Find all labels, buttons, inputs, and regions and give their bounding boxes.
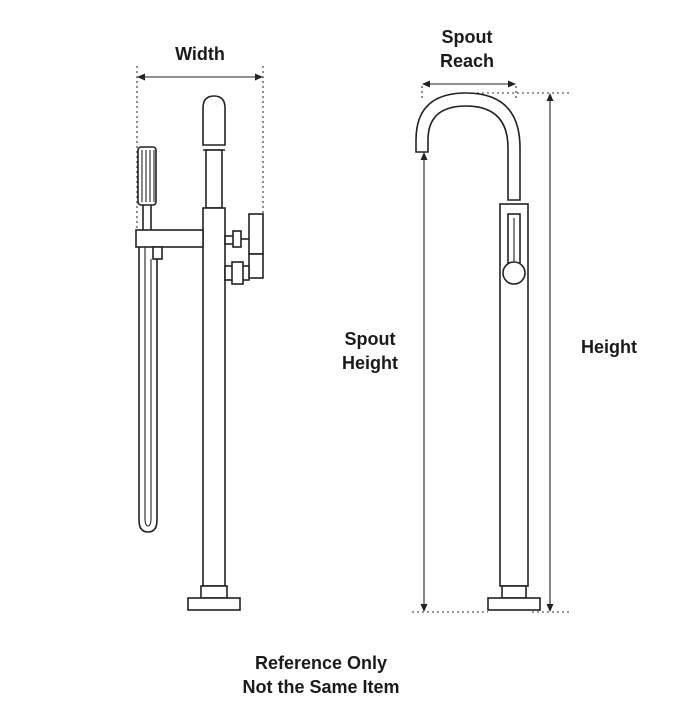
spout-height-line-2: Height [342,353,398,373]
side-base-plate [487,597,541,611]
base-top [200,585,228,599]
spout-reach-dimension [421,80,517,100]
shower-holder [135,229,204,248]
side-lever [248,213,264,255]
spout-reach-label: Spout Reach [417,25,517,73]
base-plate [187,597,241,611]
front-view-faucet [135,66,264,611]
side-base-top [501,585,527,599]
spout-height-dimension [412,152,488,613]
shower-head-texture [141,150,155,202]
top-handle [202,95,226,146]
lever-knob [502,261,526,285]
height-dimension [472,92,570,613]
height-label: Height [559,335,659,359]
spout-reach-line-1: Spout [441,27,493,47]
shower-hose [138,247,158,533]
reference-note-line-2: Not the Same Item [242,677,400,697]
spout-reach-line-2: Reach [439,51,495,71]
reference-note: Reference Only Not the Same Item [171,651,471,699]
height-label-text: Height [581,337,637,357]
main-column [202,207,226,587]
gooseneck-spout [415,92,521,201]
spout-height-line-1: Spout [344,329,396,349]
spout-height-label: Spout Height [320,327,420,375]
width-dimension [136,66,264,268]
reference-note-line-1: Reference Only [254,653,388,673]
side-view-faucet [412,80,570,613]
width-label-text: Width [175,44,225,64]
hand-shower-head [137,146,157,206]
width-label: Width [150,42,250,66]
